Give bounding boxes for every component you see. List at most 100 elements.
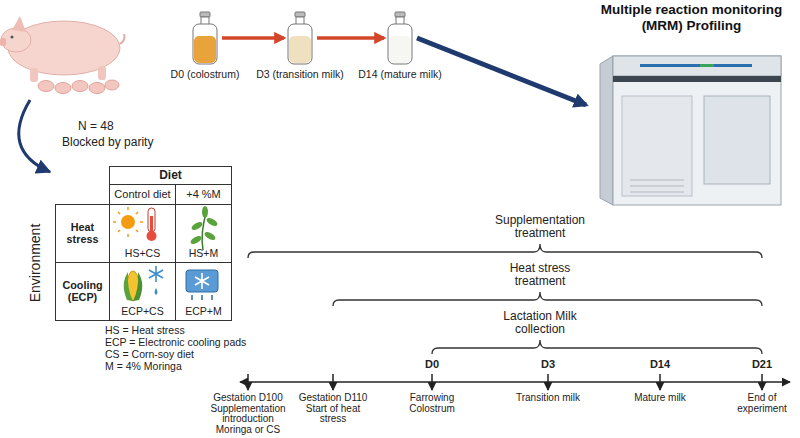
mass-spectrometer [613,56,781,76]
cell-label: ECP+M [185,305,221,320]
period-label: Supplementation treatment [484,214,596,240]
instrument-title: Multiple reaction monitoring (MRM) Profi… [588,0,795,34]
sow-illustration [0,38,6,46]
cell-label: ECP+CS [121,305,163,320]
cooling-pad-icon [186,270,218,292]
row-header: Cooling (ECP) [55,262,110,321]
piglets [105,80,119,90]
column-label: Control diet [114,188,170,201]
corn-cooling-icon [155,288,158,295]
bottle-shape [388,24,412,64]
timeline-event: Transition milk [506,393,590,404]
timeline-axis [240,381,790,383]
sample-label: D0 (colostrum) [171,68,240,80]
sow-illustration [120,34,125,44]
mass-spectrometer [640,64,752,67]
moringa-icon [189,234,202,245]
sow-illustration [1,28,31,52]
instrument: Multiple reaction monitoring (MRM) Profi… [588,0,795,210]
timeline-axis [332,374,334,390]
mass-spectrometer [600,56,613,205]
corn-cooling-icon [124,272,133,301]
period-brace [248,244,762,354]
day-label: D14 [645,358,675,371]
milk-bottle: D3 (transition milk) [286,12,314,64]
treatment-cell: ECP+M [175,262,232,321]
mass-spectrometer [630,180,684,192]
sample-label: D14 (mature milk) [358,68,441,80]
heat-icon [147,231,157,241]
axis-title: Environment [26,208,44,318]
abbreviation-key: ECP = Electronic cooling pads [105,336,246,348]
cell-label: HS+CS [125,247,160,262]
piglets [38,80,119,94]
heat-icon [121,215,135,229]
bottle-shape [288,12,312,64]
sample-label: D3 (transition milk) [256,68,344,80]
heat-icon [148,208,155,232]
row-header: Heat stress [55,204,110,263]
period-brace [248,244,762,258]
timeline-event: End of experiment [732,393,792,414]
bottle-shape [288,24,312,64]
heat-icon [113,207,157,241]
moringa-icon [189,206,218,250]
sow-illustration [30,68,38,82]
mass-spectrometer [600,56,781,205]
mass-spectrometer [613,76,781,82]
moringa-icon [203,230,216,241]
cell-label: HS+M [189,247,218,262]
day-label: D3 [533,358,563,371]
milk-bottles [193,12,412,64]
timeline-axis [431,374,433,390]
row-label: Cooling (ECP) [56,280,109,304]
column-header: +4 %M [175,184,232,205]
flow-arrow [417,38,586,105]
bottle-shape [388,12,412,64]
corn-cooling-icon [124,266,163,301]
sow-illustration [12,16,26,32]
treatment-cell: HS+M [175,204,232,263]
mass-spectrometer [700,64,714,67]
bottle-shape [194,36,216,63]
cooling-pad-icon [192,295,212,300]
piglets [89,83,105,94]
milk-bottle: D0 (colostrum) [191,12,219,64]
bottle-shape [193,12,217,64]
abbreviation-key: M = 4% Moringa [105,360,182,372]
cooling-pad-icon [195,273,209,289]
bottle-shape [395,12,405,17]
moringa-icon [202,206,208,218]
abbreviation-key: CS = Corn-soy diet [105,348,194,360]
sow-illustration [0,16,125,82]
treatment-cell: HS+CS [109,204,176,263]
timeline-axis [659,374,661,390]
period-brace [333,292,762,306]
piglets [38,81,54,92]
period-label: Heat stress treatment [484,262,596,288]
row-label: Heat stress [56,222,109,246]
cooling-pad-icon [186,270,218,300]
bottle-shape [289,36,311,63]
bottle-shape [295,12,305,17]
sow-illustration [98,66,106,80]
moringa-icon [205,216,218,227]
timeline-axis [240,374,790,390]
treatment-cell: ECP+CS [109,262,176,321]
day-label: D21 [747,358,777,371]
bottle-shape [200,12,210,17]
sample-size: N = 48 [78,120,114,134]
corn-cooling-icon [149,266,163,282]
column-label: +4 %M [186,188,221,201]
timeline-event: Gestation D110 Start of heat stress [294,393,372,425]
period-label: Lactation Milk collection [490,310,590,336]
timeline-axis [761,374,763,390]
bottle-shape [389,36,411,63]
moringa-icon [190,220,203,231]
flow-arrow [222,36,284,40]
bottle-shape [193,24,217,64]
milk-bottle: D14 (mature milk) [386,12,414,64]
timeline-axis [247,374,249,390]
